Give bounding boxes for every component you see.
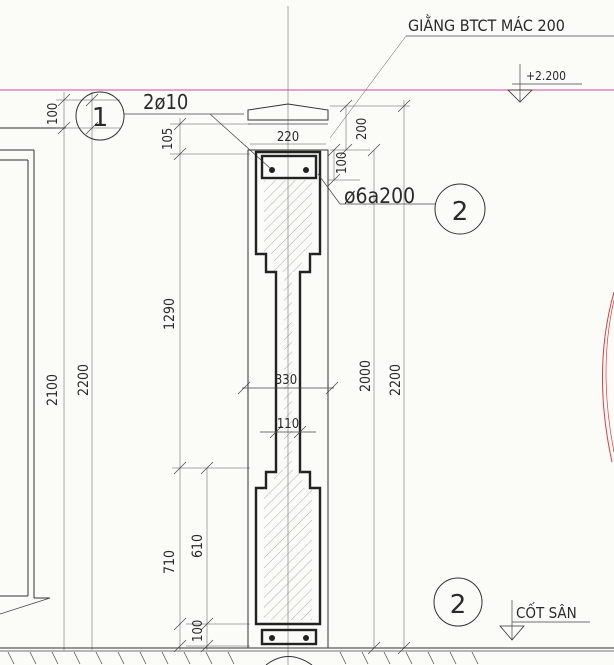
dim-610: 610 [190, 534, 206, 558]
dim-100-bottom: 100 [191, 620, 206, 642]
right-dimension-lines: 2000 2200 [358, 99, 411, 655]
right-top-dims: 200 100 [327, 99, 410, 187]
callout-1: 1 2ø10 [75, 90, 271, 169]
dim-100-top-left: 100 [46, 103, 61, 125]
dim-100-right: 100 [335, 152, 350, 174]
ground-label-text: CỐT SÂN [516, 601, 577, 622]
dim-110: 110 [277, 417, 299, 432]
dim-2200-left: 2200 [76, 364, 92, 396]
dim-710: 710 [162, 550, 178, 574]
title-text: GIẰNG BTCT MÁC 200 [408, 14, 565, 35]
dim-220: 220 [277, 130, 299, 145]
beam-cap: 220 [247, 103, 329, 145]
dim-200: 200 [355, 118, 370, 140]
top-stirrup [260, 154, 318, 180]
rebar-stirrup-text: ø6a200 [344, 184, 415, 208]
footing-arc [265, 656, 313, 665]
dim-2100: 2100 [45, 374, 61, 406]
column-hatch [264, 180, 312, 620]
red-arc [602, 291, 614, 463]
callout-1-label: 1 [92, 103, 109, 133]
left-wall [0, 127, 66, 615]
soil-hatch [7, 651, 479, 665]
title-leader [329, 35, 407, 139]
dimension-ticks [57, 93, 214, 653]
dim-1290: 1290 [162, 298, 178, 330]
width-dims: 330 110 [237, 373, 339, 439]
level-top-text: +2.200 [526, 69, 566, 83]
ground-level-marker: CỐT SÂN [499, 600, 590, 641]
left-dimension-lines [56, 92, 250, 650]
rebar-main-text: 2ø10 [143, 90, 188, 114]
dim-2000: 2000 [358, 360, 374, 392]
bottom-stirrup [260, 628, 318, 646]
callout-2-lower: 2 [433, 577, 483, 627]
callout-2-upper-label: 2 [452, 197, 469, 227]
dim-2200-right: 2200 [388, 364, 404, 396]
red-arc-inner [605, 299, 614, 453]
dim-105: 105 [161, 128, 176, 150]
callout-2-upper: ø6a200 2 [317, 173, 486, 235]
dim-330: 330 [275, 373, 297, 388]
callout-2-lower-label: 2 [450, 590, 467, 620]
level-marker: +2.200 [507, 64, 582, 103]
